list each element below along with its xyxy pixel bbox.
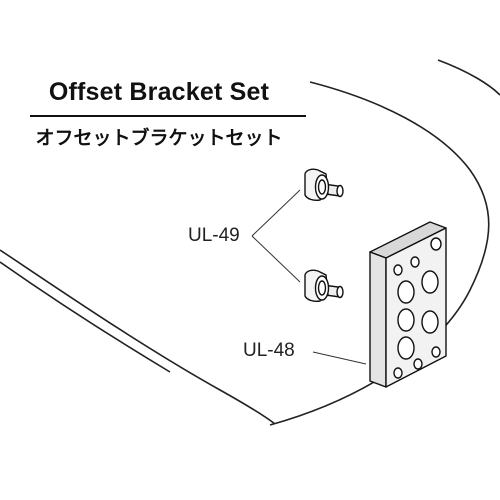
bracket: [369, 221, 447, 388]
leader-ul49: [251, 189, 301, 283]
title-divider: [30, 115, 306, 117]
title-japanese: オフセットブラケットセット: [35, 127, 283, 149]
bracket-side-face: [369, 251, 387, 388]
leader-ul48: [312, 351, 367, 365]
outline-left-curve: [0, 249, 276, 425]
bolt-upper: [304, 168, 344, 201]
bolt-lower: [304, 269, 344, 302]
outline-top-right-curve: [437, 59, 500, 96]
bracket-holes: [393, 237, 442, 379]
outline-left-curve-2: [0, 261, 171, 373]
label-ul-48: UL-48: [243, 340, 295, 361]
title-english: Offset Bracket Set: [48, 78, 270, 106]
label-ul-49: UL-49: [188, 225, 240, 246]
